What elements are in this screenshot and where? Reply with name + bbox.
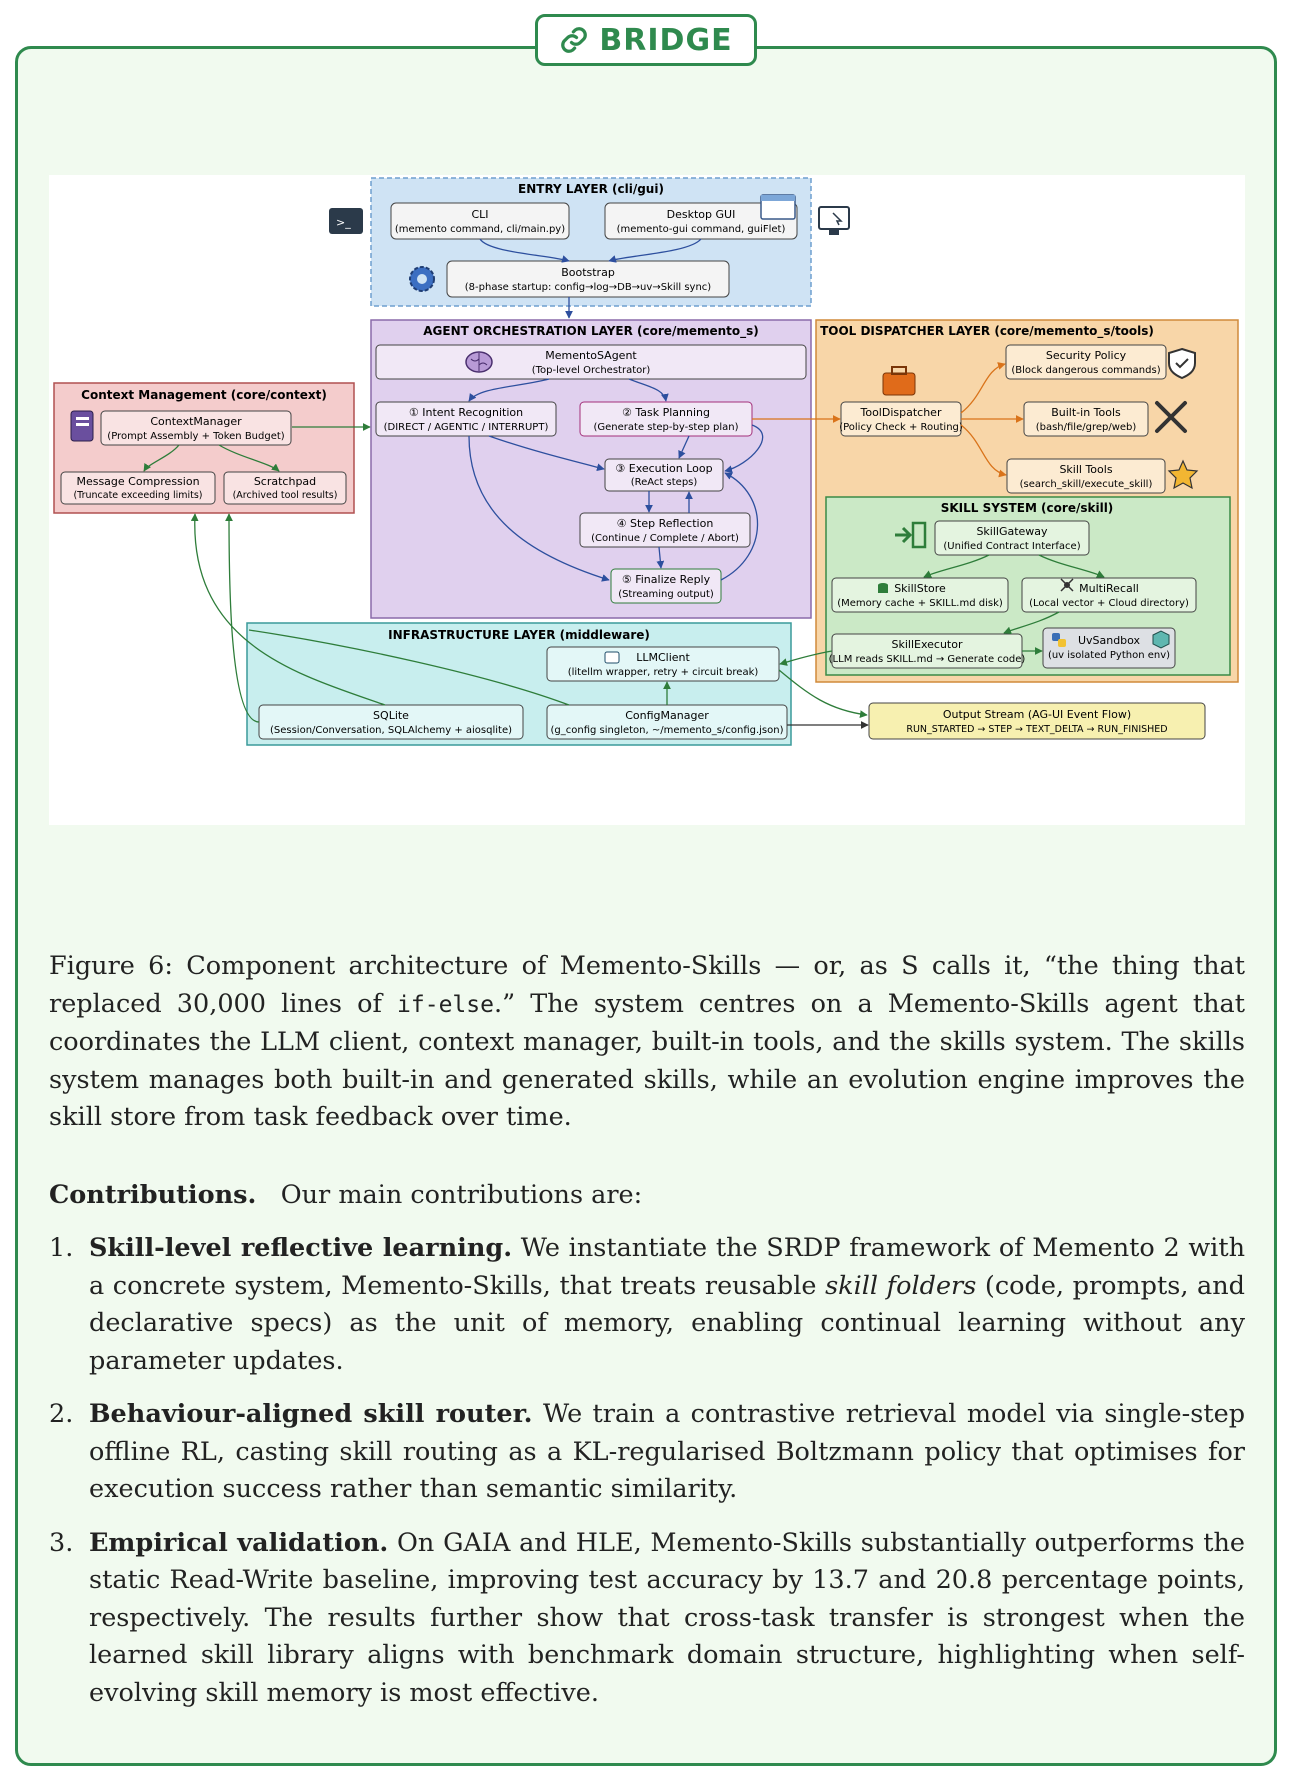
- ai-chip-icon: [604, 651, 620, 664]
- agent-layer-title: AGENT ORCHESTRATION LAYER (core/memento_…: [423, 324, 759, 339]
- contributions-list: 1. Skill-level reflective learning. We i…: [49, 1230, 1245, 1712]
- list-item: 1. Skill-level reflective learning. We i…: [49, 1233, 1246, 1376]
- terminal-icon: >_: [329, 208, 363, 234]
- svg-text:(Block dangerous commands): (Block dangerous commands): [1011, 365, 1160, 376]
- svg-text:Built-in Tools: Built-in Tools: [1051, 406, 1121, 419]
- svg-text:Skill Tools: Skill Tools: [1059, 463, 1112, 476]
- architecture-figure: ENTRY LAYER (cli/gui) CLI (memento comma…: [49, 175, 1245, 825]
- skill-layer-title: SKILL SYSTEM (core/skill): [941, 501, 1114, 515]
- svg-text:>_: >_: [336, 216, 351, 229]
- tool-layer-title: TOOL DISPATCHER LAYER (core/memento_s/to…: [820, 324, 1154, 339]
- wrench-icon: [1155, 401, 1187, 433]
- bridge-badge: BRIDGE: [535, 14, 757, 66]
- svg-text:(Unified Contract Interface): (Unified Contract Interface): [943, 541, 1080, 552]
- svg-text:(Session/Conversation, SQLAlch: (Session/Conversation, SQLAlchemy + aios…: [270, 725, 512, 736]
- context-layer-title: Context Management (core/context): [81, 388, 327, 402]
- bootstrap-label: Bootstrap: [561, 266, 615, 279]
- svg-text:Message Compression: Message Compression: [76, 475, 199, 488]
- toolbox-icon: [882, 366, 916, 396]
- database-icon: [878, 583, 888, 593]
- infra-layer-title: INFRASTRUCTURE LAYER (middleware): [388, 628, 650, 642]
- svg-text:(memento-gui command, guiFlet): (memento-gui command, guiFlet): [617, 224, 786, 235]
- svg-text:Output Stream (AG-UI Event Flo: Output Stream (AG-UI Event Flow): [943, 708, 1131, 721]
- shield-icon: [1168, 347, 1196, 380]
- svg-text:(ReAct steps): (ReAct steps): [631, 477, 698, 488]
- svg-text:⑤ Finalize Reply: ⑤ Finalize Reply: [622, 573, 711, 586]
- svg-text:RUN_STARTED → STEP → TEXT_DELT: RUN_STARTED → STEP → TEXT_DELTA → RUN_FI…: [906, 724, 1167, 735]
- svg-text:(uv isolated Python env): (uv isolated Python env): [1048, 650, 1170, 661]
- agent-layer: AGENT ORCHESTRATION LAYER (core/memento_…: [370, 319, 812, 619]
- contributions-heading: Contributions.: [49, 1179, 257, 1210]
- badge-label: BRIDGE: [599, 22, 733, 58]
- svg-text:(litellm wrapper, retry + circ: (litellm wrapper, retry + circuit break): [568, 667, 759, 678]
- desktop-icon: [818, 206, 850, 235]
- context-layer: Context Management (core/context) Contex…: [53, 382, 371, 514]
- svg-text:(8-phase startup: config→log→D: (8-phase startup: config→log→DB→uv→Skill…: [465, 282, 712, 293]
- svg-text:(Local vector + Cloud director: (Local vector + Cloud directory): [1029, 598, 1189, 609]
- contributions-intro: Contributions. Our main contributions ar…: [49, 1179, 643, 1210]
- svg-text:(Prompt Assembly + Token Budge: (Prompt Assembly + Token Budget): [107, 431, 284, 442]
- figure-caption: Figure 6: Component architecture of Meme…: [49, 951, 1245, 1132]
- svg-text:③ Execution Loop: ③ Execution Loop: [615, 462, 712, 475]
- cli-label: CLI: [471, 208, 488, 221]
- gear-icon: [409, 266, 435, 292]
- svg-text:UvSandbox: UvSandbox: [1078, 634, 1141, 647]
- svg-text:Security Policy: Security Policy: [1046, 349, 1127, 362]
- output-stream: Output Stream (AG-UI Event Flow) RUN_STA…: [787, 702, 1206, 740]
- login-icon: [895, 521, 927, 549]
- gui-label: Desktop GUI: [667, 208, 736, 221]
- svg-text:(Archived tool results): (Archived tool results): [233, 490, 338, 501]
- package-icon: [1152, 630, 1170, 649]
- svg-text:ConfigManager: ConfigManager: [625, 709, 709, 722]
- body-text: Figure 6: Component architecture of Meme…: [49, 948, 1245, 1728]
- code-snippet: if-else: [397, 991, 494, 1018]
- list-item: 2. Behaviour-aligned skill router. We tr…: [49, 1399, 1246, 1504]
- svg-text:SQLite: SQLite: [373, 709, 409, 722]
- svg-text:(Top-level Orchestrator): (Top-level Orchestrator): [532, 365, 651, 376]
- svg-text:(g_config singleton, ~/memento: (g_config singleton, ~/memento_s/config.…: [551, 725, 784, 736]
- svg-text:(Streaming output): (Streaming output): [618, 589, 714, 600]
- svg-text:① Intent Recognition: ① Intent Recognition: [409, 406, 523, 419]
- svg-text:ContextManager: ContextManager: [150, 415, 242, 428]
- svg-text:SkillGateway: SkillGateway: [976, 525, 1048, 538]
- svg-text:(Continue / Complete / Abort): (Continue / Complete / Abort): [591, 533, 739, 544]
- window-icon: [760, 194, 796, 220]
- svg-text:ToolDispatcher: ToolDispatcher: [860, 406, 942, 419]
- svg-text:(bash/file/grep/web): (bash/file/grep/web): [1036, 422, 1137, 433]
- entry-layer-title: ENTRY LAYER (cli/gui): [518, 182, 664, 196]
- star-icon: [1167, 459, 1199, 490]
- link-icon: [561, 27, 588, 53]
- svg-text:(DIRECT / AGENTIC / INTERRUPT): (DIRECT / AGENTIC / INTERRUPT): [384, 422, 549, 433]
- svg-text:MementoSAgent: MementoSAgent: [545, 349, 637, 362]
- svg-text:(Generate step-by-step plan): (Generate step-by-step plan): [593, 422, 738, 433]
- svg-text:Scratchpad: Scratchpad: [254, 475, 316, 488]
- svg-text:LLMClient: LLMClient: [636, 651, 690, 664]
- skill-layer: SKILL SYSTEM (core/skill) SkillGateway (…: [825, 496, 1231, 676]
- brain-icon: [465, 351, 493, 373]
- entry-layer: ENTRY LAYER (cli/gui) CLI (memento comma…: [329, 177, 850, 319]
- svg-text:④ Step Reflection: ④ Step Reflection: [617, 517, 714, 530]
- svg-text:MultiRecall: MultiRecall: [1079, 582, 1139, 595]
- svg-text:SkillStore: SkillStore: [894, 582, 946, 595]
- svg-text:② Task Planning: ② Task Planning: [622, 406, 710, 419]
- svg-text:(LLM reads SKILL.md → Generate: (LLM reads SKILL.md → Generate code): [829, 654, 1026, 665]
- svg-text:SkillExecutor: SkillExecutor: [892, 638, 963, 651]
- svg-text:(Truncate exceeding limits): (Truncate exceeding limits): [73, 490, 202, 501]
- infra-layer: INFRASTRUCTURE LAYER (middleware) LLMCli…: [190, 513, 868, 746]
- svg-text:(search_skill/execute_skill): (search_skill/execute_skill): [1020, 479, 1153, 490]
- notebook-icon: [70, 410, 94, 442]
- list-item: 3. Empirical validation. On GAIA and HLE…: [49, 1527, 1245, 1708]
- svg-text:(Memory cache + SKILL.md disk): (Memory cache + SKILL.md disk): [837, 598, 1003, 609]
- python-icon: [1052, 633, 1066, 647]
- network-icon: [1060, 578, 1074, 592]
- svg-text:(Policy Check + Routing): (Policy Check + Routing): [839, 422, 963, 433]
- svg-text:(memento command, cli/main.py): (memento command, cli/main.py): [395, 224, 565, 235]
